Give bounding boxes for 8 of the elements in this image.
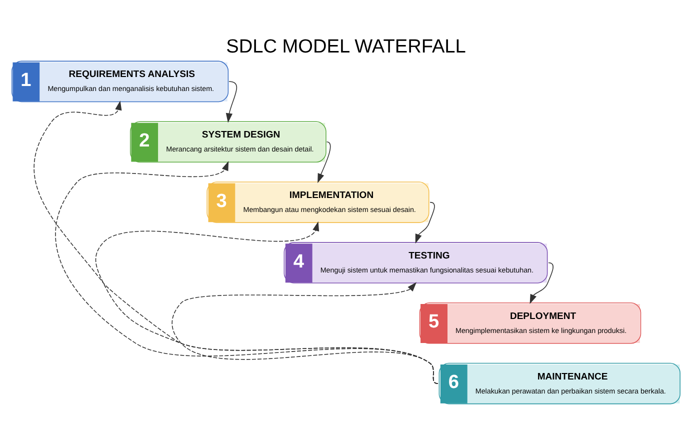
arrow bbox=[226, 80, 238, 122]
arrow bbox=[34, 100, 438, 384]
arrow bbox=[318, 141, 331, 183]
arrow bbox=[55, 160, 438, 384]
arrow bbox=[95, 220, 438, 384]
arrow bbox=[530, 262, 554, 304]
diagram-title: SDLC MODEL WATERFALL bbox=[226, 36, 466, 58]
arrow bbox=[172, 282, 438, 384]
